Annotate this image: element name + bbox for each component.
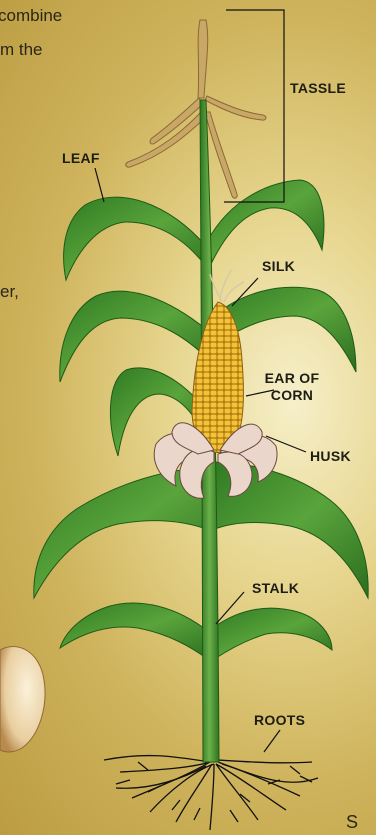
label-ear-line-1: EAR OF: [262, 370, 322, 387]
label-tassle: TASSLE: [290, 80, 346, 97]
label-husk: HUSK: [310, 448, 351, 465]
roots-drawing: [104, 756, 318, 830]
label-stalk: STALK: [252, 580, 299, 597]
tassel-drawing: [126, 20, 266, 198]
label-silk: SILK: [262, 258, 295, 275]
label-leaf: LEAF: [62, 150, 100, 167]
label-ear-line-2: CORN: [262, 387, 322, 404]
silk-drawing: [210, 270, 244, 302]
label-ear-of-corn: EAR OF CORN: [262, 370, 322, 404]
label-roots: ROOTS: [254, 712, 305, 729]
popcorn-image: [0, 647, 45, 752]
